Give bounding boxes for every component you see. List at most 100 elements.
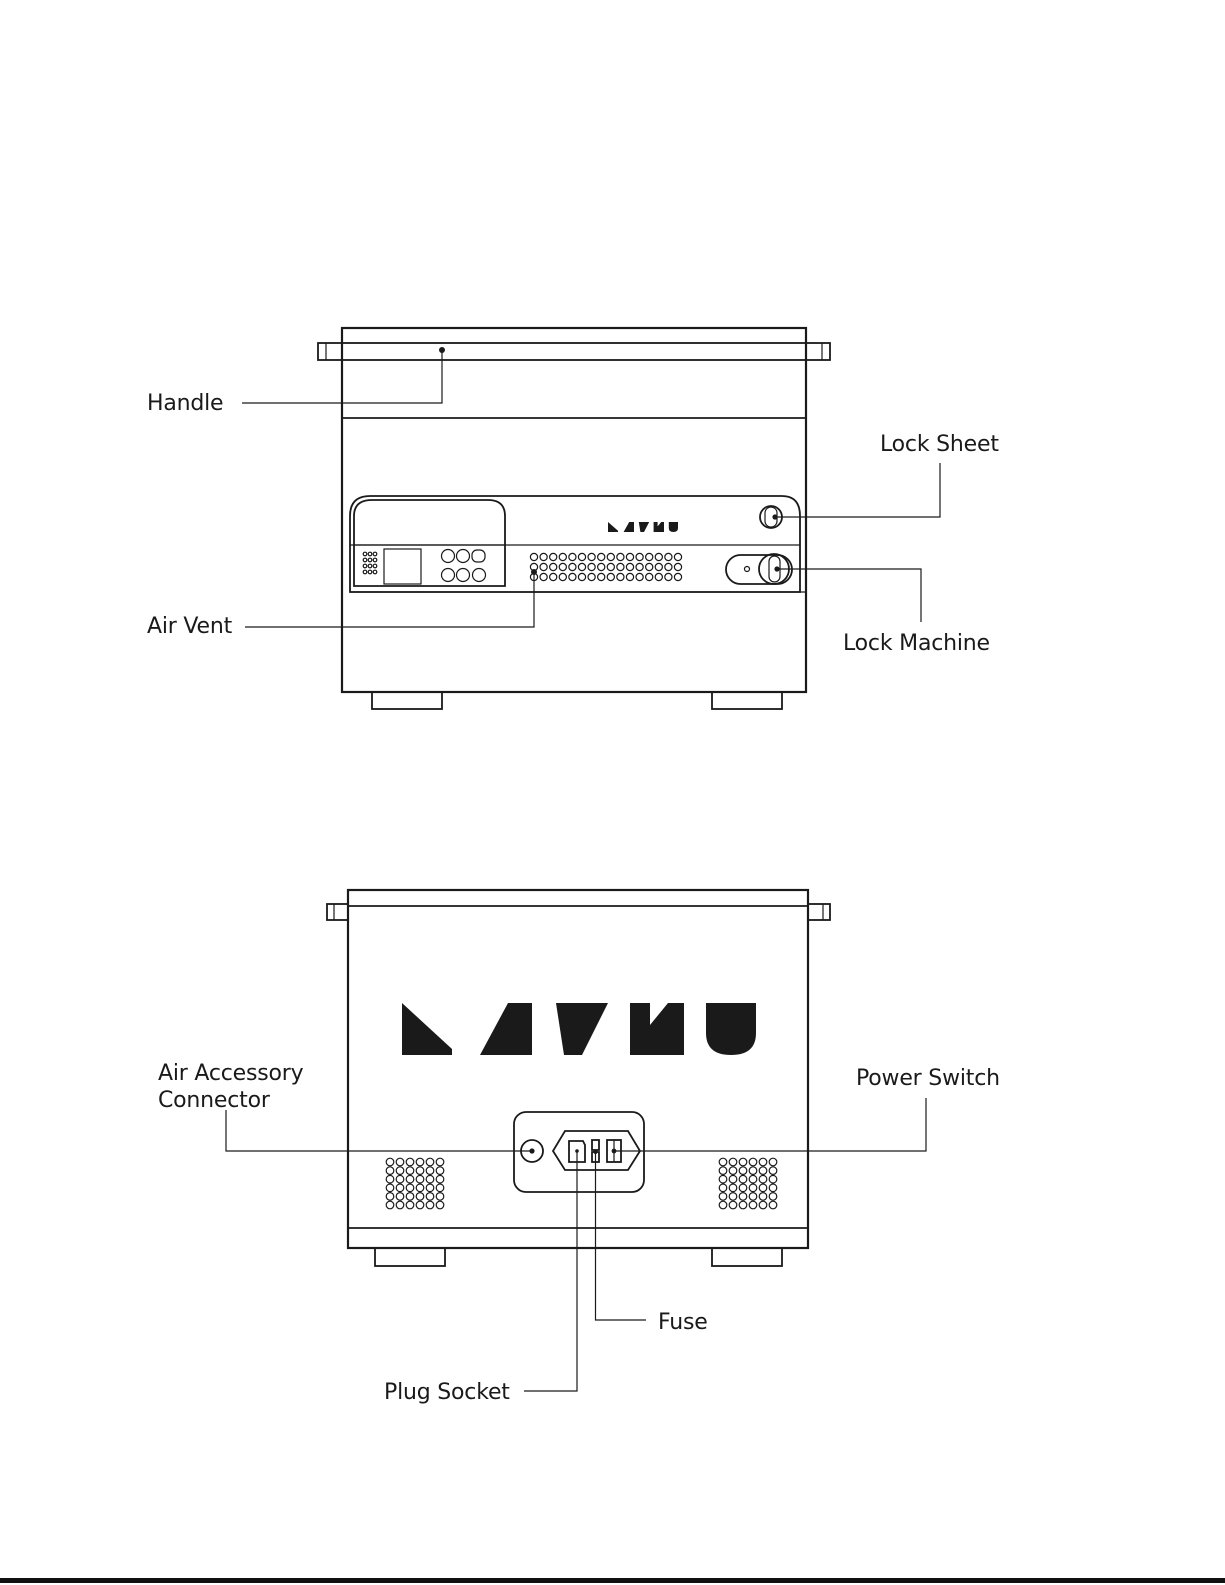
- vent-hole: [729, 1184, 737, 1192]
- callout-lock-machine: Lock Machine: [777, 569, 990, 656]
- vent-hole: [719, 1184, 727, 1192]
- label-plug-socket: Plug Socket: [384, 1380, 510, 1405]
- vent-hole: [550, 553, 557, 560]
- label-power-switch: Power Switch: [856, 1066, 1000, 1091]
- vent-hole: [749, 1184, 757, 1192]
- vent-hole: [436, 1175, 444, 1183]
- rear-view: Air Accessory Connector Power Switch Fus…: [158, 890, 1000, 1405]
- vent-hole: [426, 1158, 434, 1166]
- vent-hole: [617, 573, 624, 580]
- vent-hole: [396, 1167, 404, 1175]
- label-lock-sheet: Lock Sheet: [880, 432, 999, 457]
- vent-hole: [769, 1201, 777, 1209]
- vent-hole: [626, 553, 633, 560]
- front-foot-right: [712, 692, 782, 709]
- vent-hole: [386, 1193, 394, 1201]
- vent-hole: [655, 553, 662, 560]
- vent-hole: [416, 1201, 424, 1209]
- vent-hole: [416, 1193, 424, 1201]
- vent-hole: [759, 1193, 767, 1201]
- vent-hole: [626, 563, 633, 570]
- vent-hole: [426, 1184, 434, 1192]
- vent-hole: [416, 1175, 424, 1183]
- vent-hole: [436, 1193, 444, 1201]
- vent-hole: [559, 553, 566, 560]
- vent-hole: [636, 573, 643, 580]
- vent-hole: [719, 1175, 727, 1183]
- vent-hole: [739, 1193, 747, 1201]
- vent-hole: [759, 1158, 767, 1166]
- vent-hole: [550, 563, 557, 570]
- handle-bar: [318, 343, 830, 360]
- vent-hole: [396, 1184, 404, 1192]
- vent-hole: [588, 573, 595, 580]
- vent-hole: [426, 1175, 434, 1183]
- vent-hole: [416, 1184, 424, 1192]
- label-lock-machine: Lock Machine: [843, 631, 990, 656]
- callout-lock-sheet: Lock Sheet: [776, 432, 999, 517]
- rear-handle-stub-right: [808, 904, 830, 920]
- vent-hole: [626, 573, 633, 580]
- vent-hole: [739, 1167, 747, 1175]
- vent-hole: [396, 1193, 404, 1201]
- vent-hole: [617, 553, 624, 560]
- vent-hole: [386, 1175, 394, 1183]
- vent-hole: [665, 553, 672, 560]
- label-air-vent: Air Vent: [147, 614, 233, 639]
- label-fuse: Fuse: [658, 1310, 708, 1335]
- vent-hole: [646, 573, 653, 580]
- vent-hole: [769, 1175, 777, 1183]
- front-foot-left: [372, 692, 442, 709]
- label-air-accessory-line1: Air Accessory: [158, 1061, 304, 1086]
- vent-hole: [636, 553, 643, 560]
- vent-hole: [569, 573, 576, 580]
- vent-hole: [396, 1175, 404, 1183]
- vent-hole: [646, 553, 653, 560]
- vent-hole: [759, 1184, 767, 1192]
- vent-hole: [665, 563, 672, 570]
- vent-hole: [530, 553, 537, 560]
- vent-hole: [665, 573, 672, 580]
- vent-hole: [769, 1193, 777, 1201]
- vent-hole: [729, 1158, 737, 1166]
- vent-hole: [569, 563, 576, 570]
- vent-hole: [719, 1201, 727, 1209]
- vent-hole: [719, 1193, 727, 1201]
- vent-hole: [578, 563, 585, 570]
- vent-hole: [406, 1201, 414, 1209]
- vent-hole: [436, 1158, 444, 1166]
- front-brand-logo: [608, 522, 678, 532]
- vent-hole: [540, 573, 547, 580]
- vent-hole: [578, 553, 585, 560]
- vent-hole: [729, 1201, 737, 1209]
- vent-hole: [386, 1201, 394, 1209]
- air-vent-grid: [530, 553, 681, 580]
- vent-hole: [588, 553, 595, 560]
- vent-hole: [406, 1193, 414, 1201]
- rear-foot-left: [375, 1248, 445, 1266]
- rear-vent-grid-left: [386, 1158, 444, 1209]
- callout-air-accessory-connector: Air Accessory Connector: [158, 1061, 532, 1151]
- vent-hole: [759, 1167, 767, 1175]
- vent-hole: [406, 1184, 414, 1192]
- vent-hole: [396, 1158, 404, 1166]
- page-bottom-rule: [0, 1578, 1225, 1583]
- vent-hole: [559, 573, 566, 580]
- rear-vent-grid-right: [719, 1158, 777, 1209]
- vent-hole: [646, 563, 653, 570]
- vent-hole: [426, 1167, 434, 1175]
- vent-hole: [598, 563, 605, 570]
- vent-hole: [426, 1201, 434, 1209]
- vent-hole: [749, 1193, 757, 1201]
- vent-hole: [729, 1175, 737, 1183]
- label-handle: Handle: [147, 391, 223, 416]
- vent-hole: [729, 1193, 737, 1201]
- vent-hole: [655, 563, 662, 570]
- vent-hole: [436, 1201, 444, 1209]
- vent-hole: [416, 1158, 424, 1166]
- vent-hole: [406, 1158, 414, 1166]
- vent-hole: [655, 573, 662, 580]
- vent-hole: [769, 1167, 777, 1175]
- vent-hole: [406, 1175, 414, 1183]
- vent-hole: [569, 553, 576, 560]
